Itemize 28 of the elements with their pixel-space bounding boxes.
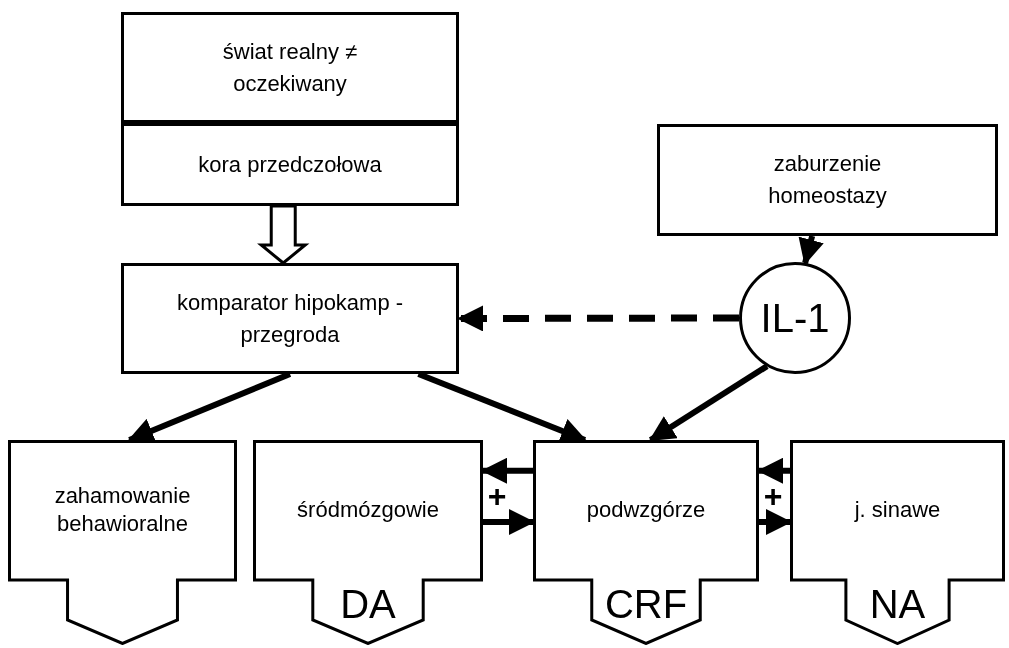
node-label: komparator hipokamp - przegroda: [175, 288, 405, 349]
process-box: [121, 123, 459, 206]
neurotransmitter-label: NA: [869, 582, 926, 626]
node-label: podwzgórze: [586, 496, 706, 524]
arrow: [757, 457, 790, 484]
node-label: śródmózgowie: [297, 496, 439, 524]
node-label: świat realny ≠ oczekiwany: [221, 37, 359, 98]
pentagon-box: [790, 440, 1005, 645]
plus-sign: +: [762, 478, 784, 514]
node-label: zahamowanie behawioralne: [53, 482, 192, 538]
arrow: [481, 457, 533, 484]
neurotransmitter-label: CRF: [604, 582, 688, 626]
process-box: [121, 263, 459, 374]
arrow: [457, 305, 739, 332]
pentagon-box: [253, 440, 483, 645]
process-box: [657, 124, 998, 236]
node-label: kora przedczołowa: [198, 150, 382, 179]
hollow-arrow: [257, 204, 310, 265]
pentagon-box: [8, 440, 237, 645]
pentagon-box: [533, 440, 759, 645]
node-label: j. sinawe: [854, 496, 941, 524]
neurotransmitter-label: DA: [340, 582, 396, 626]
node-label: zaburzenie homeostazy: [767, 150, 888, 210]
arrow: [483, 509, 535, 535]
arrow: [759, 509, 792, 535]
node-label: IL-1: [760, 298, 830, 338]
plus-sign: +: [486, 478, 508, 514]
process-box: [121, 12, 459, 123]
